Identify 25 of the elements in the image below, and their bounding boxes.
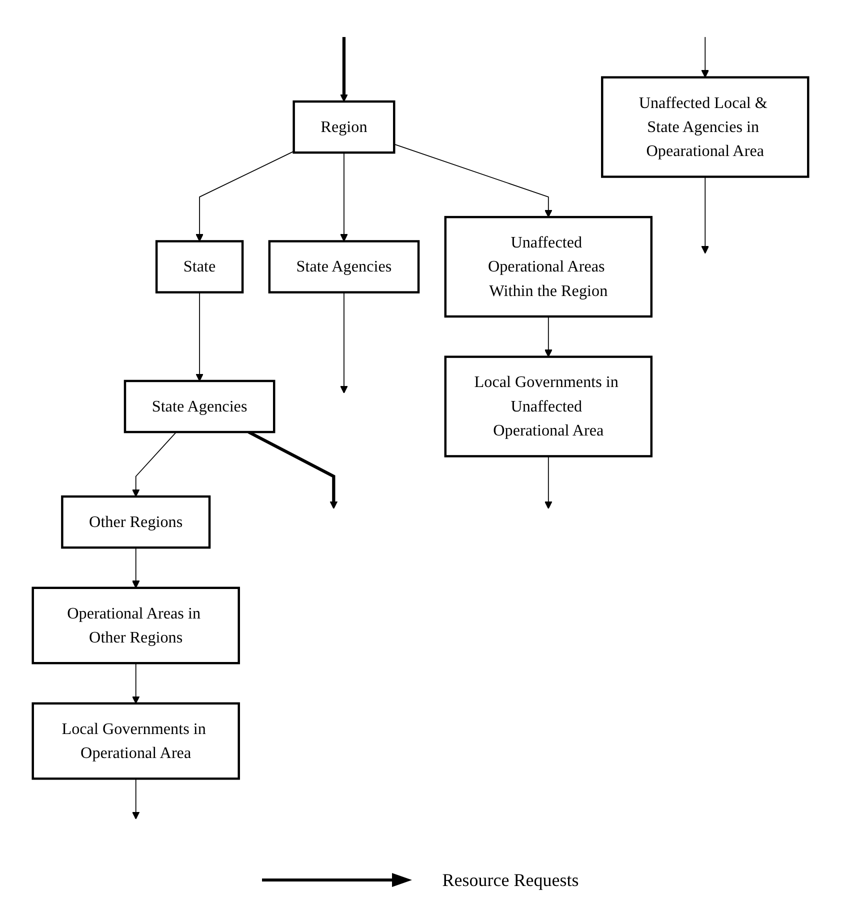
- legend-text: Resource Requests: [442, 870, 579, 890]
- arrow: [394, 143, 552, 217]
- arrow: [196, 291, 204, 381]
- arrow: [132, 662, 140, 704]
- arrow: [132, 546, 140, 588]
- node-box: State Agencies: [268, 240, 420, 293]
- arrow: [701, 36, 710, 78]
- node-box: Unaffected Operational Areas Within the Region: [444, 215, 653, 318]
- node-box: Local Governments in Operational Area: [32, 702, 240, 780]
- arrow: [196, 150, 294, 242]
- arrow: [544, 316, 552, 357]
- node-box: State: [155, 240, 244, 293]
- arrow: [701, 176, 710, 254]
- arrow: [340, 36, 348, 102]
- node-box: Operational Areas in Other Regions: [32, 586, 240, 664]
- arrow: [340, 291, 348, 393]
- node-box: Region: [292, 100, 396, 154]
- node-box: Local Governments in Unaffected Operational Area: [444, 355, 653, 457]
- node-box: Unaffected Local & State Agencies in Opearational Area: [601, 76, 810, 178]
- arrow: [132, 431, 177, 496]
- arrow: [132, 778, 140, 819]
- arrow: [340, 152, 348, 242]
- node-box: Other Regions: [61, 494, 211, 548]
- arrow: [544, 455, 552, 508]
- node-box: State Agencies: [124, 379, 276, 433]
